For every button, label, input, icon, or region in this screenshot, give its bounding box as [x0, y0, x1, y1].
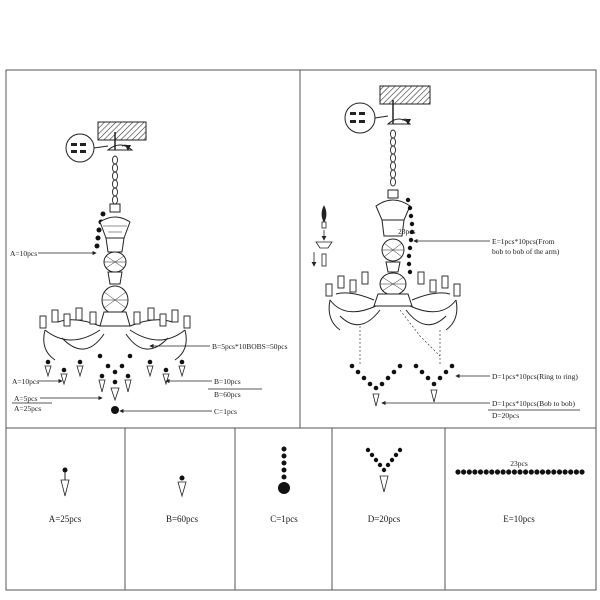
part-e-bead — [466, 469, 472, 475]
part-e-bead — [494, 469, 501, 475]
label-e-line1: E=1pcs*10pcs(From — [492, 237, 555, 246]
wiring-detail-icon — [65, 133, 109, 163]
e-strand — [405, 197, 415, 275]
part-e-bead — [477, 469, 484, 475]
part-e-bead — [562, 469, 568, 475]
part-e-bead — [506, 469, 512, 475]
label-c: C=1pcs — [214, 407, 237, 416]
part-c-label: C=1pcs — [270, 514, 298, 524]
part-e-bead — [455, 469, 461, 475]
label-b-total: B=60pcs — [214, 390, 241, 399]
part-e-bead — [568, 469, 574, 475]
right-chandelier-panel: 23pcs E=1pcs*10pcs(From bob to bob of th… — [311, 85, 580, 420]
label-a-small: A=5pcs — [14, 394, 37, 403]
bulb-inset — [311, 205, 333, 267]
part-e-bead — [517, 469, 523, 475]
part-e-label: E=10pcs — [503, 514, 535, 524]
part-d: D=20pcs — [365, 447, 403, 524]
part-a-label: A=25pcs — [49, 514, 82, 524]
label-d-ring: D=1pcs*10pcs(Ring to ring) — [492, 372, 578, 381]
part-e-bead — [573, 469, 580, 475]
d-swag — [349, 363, 455, 391]
right-chain — [390, 129, 396, 187]
part-c: C=1pcs — [270, 446, 298, 524]
left-chandelier-panel: A=10pcs B=5pcs*10BOBS=50pcs A=10pcs B=10… — [10, 121, 288, 416]
label-e-line2: bob to bob of the arm) — [492, 247, 560, 256]
label-a-top: A=10pcs — [10, 249, 37, 258]
part-e-bead — [472, 469, 478, 475]
part-e: 23pcs E=10pcs — [455, 459, 585, 524]
part-e-bead — [534, 469, 540, 475]
right-candles — [325, 271, 461, 297]
part-e-bead — [528, 469, 534, 475]
right-column — [373, 189, 413, 307]
part-e-bead — [545, 469, 551, 475]
panel-frames — [5, 69, 597, 591]
ceiling-plate — [97, 121, 147, 141]
label-a-lower: A=10pcs — [12, 377, 39, 386]
ceiling-plate-right — [379, 85, 431, 105]
right-leader-lines — [381, 238, 580, 411]
part-e-bead — [551, 469, 557, 475]
left-candles — [39, 307, 191, 329]
part-d-label: D=20pcs — [368, 514, 401, 524]
label-a-total: A=25pcs — [14, 404, 41, 413]
part-e-bead — [556, 469, 563, 475]
wiring-detail-icon-right — [344, 102, 389, 134]
label-d-bob: D=1pcs*10pcs(Bob to bob) — [492, 399, 575, 408]
label-d-total: D=20pcs — [492, 411, 519, 420]
part-e-bead — [489, 469, 495, 475]
left-leader-lines — [12, 250, 262, 414]
part-e-bead — [511, 469, 517, 475]
label-23pcs: 23pcs — [398, 227, 416, 236]
part-b-label: B=60pcs — [166, 514, 199, 524]
part-b: B=60pcs — [166, 475, 199, 524]
part-e-bead — [539, 469, 546, 475]
part-e-bead — [579, 469, 585, 475]
part-a: A=25pcs — [49, 467, 82, 524]
left-pendants — [44, 353, 186, 414]
label-b-lower: B=10pcs — [214, 377, 241, 386]
part-e-bead — [500, 469, 506, 475]
label-b-arms: B=5pcs*10BOBS=50pcs — [212, 342, 288, 351]
part-e-count: 23pcs — [510, 459, 528, 468]
part-e-bead — [461, 469, 467, 475]
left-chain — [112, 155, 118, 205]
part-e-bead — [523, 469, 529, 475]
right-arms — [328, 292, 458, 331]
part-e-bead — [483, 469, 489, 475]
